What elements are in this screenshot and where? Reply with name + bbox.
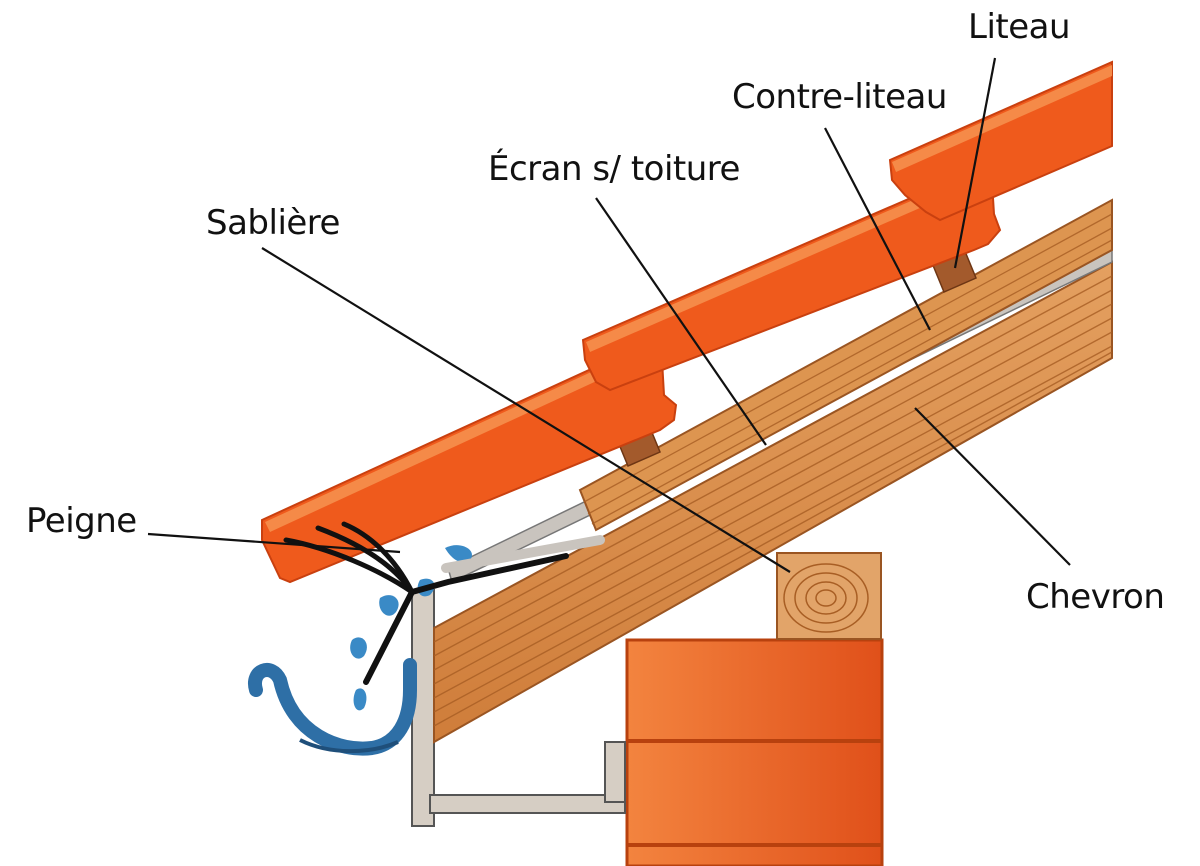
labels: Liteau Contre-liteau Écran s/ toiture Sa… <box>26 7 1165 617</box>
leader-sabliere <box>261 247 791 573</box>
roof-tiles <box>261 60 1113 584</box>
gutter <box>248 658 417 756</box>
leader-ecran <box>595 197 767 446</box>
peigne-comb <box>283 521 605 685</box>
label-contre-liteau: Contre-liteau <box>732 77 947 117</box>
leader-chevron <box>914 407 1071 566</box>
contre-liteau-counter-batten <box>578 198 1113 532</box>
label-chevron: Chevron <box>1026 577 1164 617</box>
label-ecran: Écran s/ toiture <box>488 148 740 189</box>
label-sabliere: Sablière <box>206 203 340 243</box>
chevron-rafter <box>433 260 1113 744</box>
label-liteau: Liteau <box>968 7 1070 47</box>
leader-peigne <box>147 532 401 554</box>
sabliere-wall-plate <box>776 552 882 640</box>
leader-lines <box>147 57 1071 573</box>
label-peigne: Peigne <box>26 501 137 541</box>
leader-liteau <box>953 57 997 269</box>
leader-contre-liteau <box>824 127 931 331</box>
brick-wall <box>625 638 884 866</box>
